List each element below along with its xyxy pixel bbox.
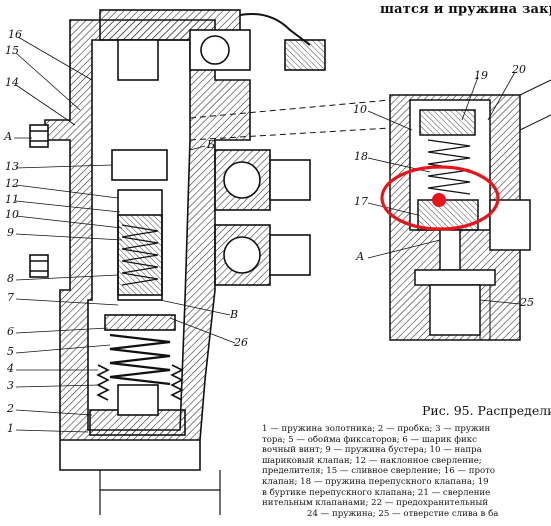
leader-lines bbox=[14, 36, 236, 433]
label-10-detail: 10 bbox=[353, 103, 367, 116]
label-26: 26 bbox=[234, 336, 248, 349]
main-valve-body bbox=[29, 9, 326, 515]
figure-caption: Рис. 95. Распредели bbox=[422, 403, 551, 418]
legend-line: пределителя; 15 — сливное сверление; 16 … bbox=[262, 466, 496, 477]
label-8: 8 bbox=[7, 272, 14, 285]
label-b: Б bbox=[207, 138, 216, 151]
legend-line: вочный винт; 9 — пружина бустера; 10 — н… bbox=[262, 445, 482, 456]
label-a-detail: А bbox=[356, 250, 365, 263]
label-2: 2 bbox=[7, 402, 14, 415]
legend-line: клапан; 18 — пружина перепускного клапан… bbox=[262, 476, 489, 487]
legend-line: тора; 5 — обойма фиксаторов; 6 — шарик ф… bbox=[262, 434, 477, 445]
label-3: 3 bbox=[7, 379, 14, 392]
label-11: 11 bbox=[5, 193, 19, 206]
label-15: 15 bbox=[5, 44, 19, 57]
label-12: 12 bbox=[5, 177, 19, 190]
label-1: 1 bbox=[7, 422, 14, 435]
label-20: 20 bbox=[512, 63, 526, 76]
label-17: 17 bbox=[354, 195, 368, 208]
legend-line: 24 — пружина; 25 — отверстие слива в ба bbox=[307, 508, 499, 519]
label-4: 4 bbox=[7, 362, 14, 375]
label-9: 9 bbox=[7, 226, 14, 239]
label-13: 13 bbox=[5, 160, 19, 173]
label-7: 7 bbox=[7, 291, 14, 304]
label-v: В bbox=[230, 308, 239, 321]
label-18: 18 bbox=[354, 150, 368, 163]
legend-line: нительным клапанами; 22 — предохранитель… bbox=[262, 498, 489, 509]
highlight-dot bbox=[432, 193, 446, 207]
label-14: 14 bbox=[5, 76, 19, 89]
label-25: 25 bbox=[520, 296, 534, 309]
legend-line: 1 — пружина золотника; 2 — пробка; 3 — п… bbox=[262, 424, 491, 434]
highlight-ellipse bbox=[380, 165, 500, 231]
label-16: 16 bbox=[8, 28, 22, 41]
legend-line: в буртике перепускного клапана; 21 — све… bbox=[262, 487, 491, 498]
legend-line: шариковый клапан; 12 — наклонное сверлен… bbox=[262, 455, 482, 466]
label-a: А bbox=[4, 130, 13, 143]
figure-legend: 1 — пружина золотника; 2 — пробка; 3 — п… bbox=[262, 424, 551, 519]
header-text: шатся и пружина закр bbox=[380, 2, 551, 17]
label-19: 19 bbox=[474, 69, 488, 82]
label-5: 5 bbox=[7, 345, 14, 358]
label-6: 6 bbox=[7, 325, 14, 338]
label-10: 10 bbox=[5, 208, 19, 221]
